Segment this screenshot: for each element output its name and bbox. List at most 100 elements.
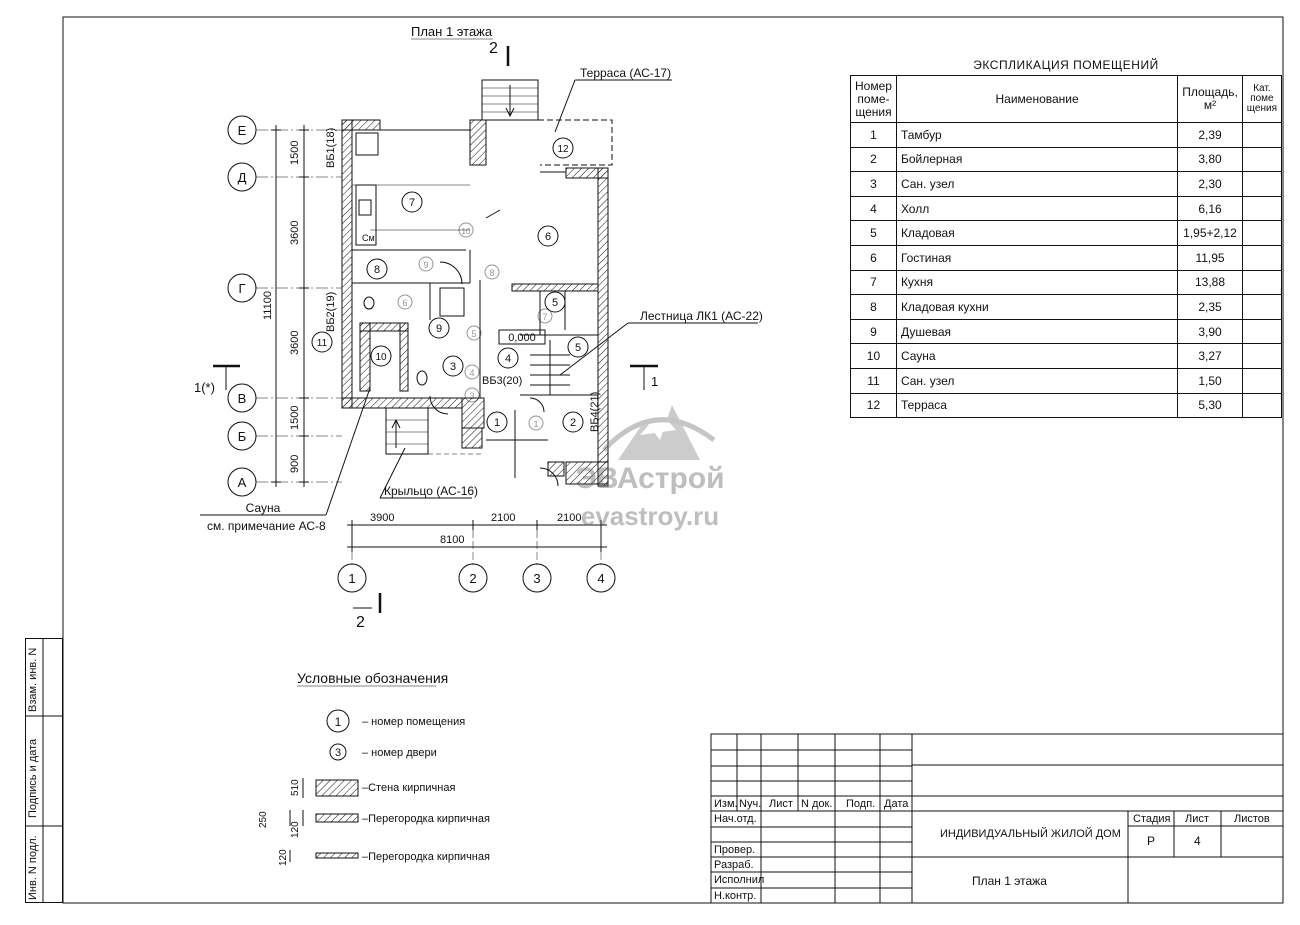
tb-nach-otd: Нач.отд. [714,813,757,825]
svg-text:2: 2 [469,571,476,586]
svg-text:510: 510 [290,779,301,796]
tb-sheets-header: Листов [1234,813,1270,825]
svg-text:Условные обозначения: Условные обозначения [297,670,448,686]
tb-project-name: ИНДИВИДУАЛЬНЫЙ ЖИЛОЙ ДОМ [940,828,1121,840]
section-mark-right: 1 [630,364,658,390]
tb-izm: Изм. [714,798,738,810]
svg-text:3600: 3600 [289,221,301,245]
svg-text:2: 2 [489,40,498,57]
callouts: Терраса (АС-17) Лестница ЛК1 (АС-22) Кры… [200,66,763,533]
svg-text:10: 10 [462,227,471,236]
svg-text:Крыльцо (АС-16): Крыльцо (АС-16) [384,484,478,498]
svg-text:2100: 2100 [491,512,515,524]
svg-text:ЭВАстрой: ЭВАстрой [575,462,724,495]
plan-title: План 1 этажа [411,24,493,39]
legend: Условные обозначения 1 – номер помещения… [258,670,490,866]
svg-text:См: См [362,233,375,243]
vertical-dimensions: 1500 3600 3600 1500 900 11100 [262,125,309,487]
svg-text:2: 2 [356,614,365,631]
svg-text:8100: 8100 [440,534,464,546]
svg-text:120: 120 [290,821,301,838]
svg-text:4: 4 [469,368,474,378]
tb-stage-header: Стадия [1133,813,1171,825]
svg-text:– номер двери: – номер двери [362,747,437,759]
header-category: Кат. поме щения [1241,75,1283,123]
svg-text:3600: 3600 [289,331,301,355]
svg-text:– номер помещения: – номер помещения [362,716,465,728]
svg-text:Е: Е [238,123,247,138]
svg-text:3900: 3900 [370,512,394,524]
svg-text:5: 5 [552,297,558,309]
svg-text:1: 1 [335,715,342,729]
section-mark-bottom: 2 [353,593,382,631]
svg-text:–Стена кирпичная: –Стена кирпичная [362,782,455,794]
svg-text:1: 1 [533,419,538,429]
svg-text:1500: 1500 [289,141,301,165]
svg-text:–Перегородка кирпичная: –Перегородка кирпичная [362,851,490,863]
sheet-frame [62,16,1284,904]
svg-text:900: 900 [289,455,301,473]
svg-text:3: 3 [533,571,540,586]
svg-text:5: 5 [471,329,476,339]
house-walls [341,119,609,487]
svg-text:Лестница ЛК1 (АС-22): Лестница ЛК1 (АС-22) [640,309,763,323]
svg-text:3: 3 [335,747,341,759]
terrace [481,79,613,173]
svg-text:7: 7 [542,312,547,322]
svg-text:1500: 1500 [289,406,301,430]
tb-data: Дата [884,798,909,810]
left-stamp-frame [25,638,63,903]
svg-text:1: 1 [651,374,658,389]
svg-text:ВБ1(18): ВБ1(18) [325,128,337,168]
axis-numbers: 1 2 3 4 [337,563,616,593]
stamp-podpis-data: Подпись и дата [27,738,39,818]
svg-text:3: 3 [450,361,456,373]
svg-text:10: 10 [375,352,387,363]
tb-kuch: Nуч. [739,798,762,810]
svg-text:0,000: 0,000 [508,332,536,344]
header-area: Площадь, м² [1177,75,1243,123]
svg-text:evastroy.ru: evastroy.ru [581,501,719,531]
tb-stage-value: Р [1147,834,1156,848]
svg-text:12: 12 [557,144,569,155]
svg-text:4: 4 [597,571,604,586]
stamp-vzam-inv: Взам. инв. N [27,647,39,712]
svg-text:250: 250 [258,811,269,828]
explication-table: Номер поме- щения Наименование Площадь, … [850,75,1283,419]
tb-razrab: Разраб. [714,859,754,871]
svg-text:11: 11 [317,338,328,349]
svg-text:9: 9 [423,260,428,270]
door-numbers: 1 3 4 5 6 7 8 9 10 [397,222,553,431]
svg-text:3: 3 [469,391,474,401]
header-number: Номер поме- щения [850,75,897,123]
svg-text:Д: Д [238,170,247,185]
tb-nkontr: Н.контр. [714,890,757,902]
svg-text:Терраса (АС-17): Терраса (АС-17) [580,66,671,80]
tb-sheet-header: Лист [1185,813,1209,825]
section-mark-top: 2 [489,40,510,66]
svg-text:ВБ4(21): ВБ4(21) [589,392,601,432]
svg-text:–Перегородка кирпичная: –Перегородка кирпичная [362,813,490,825]
svg-text:4: 4 [505,353,511,365]
svg-text:8: 8 [489,268,494,278]
tb-list: Лист [769,798,793,810]
svg-text:6: 6 [545,231,551,243]
svg-text:А: А [238,475,247,490]
tb-ispolnil: Исполнил [714,874,765,886]
porch [385,407,482,455]
svg-text:1: 1 [348,571,355,586]
svg-text:120: 120 [278,849,289,866]
table-header-row: Номер поме- щения Наименование Площадь, … [850,75,1283,123]
svg-text:7: 7 [409,197,415,209]
